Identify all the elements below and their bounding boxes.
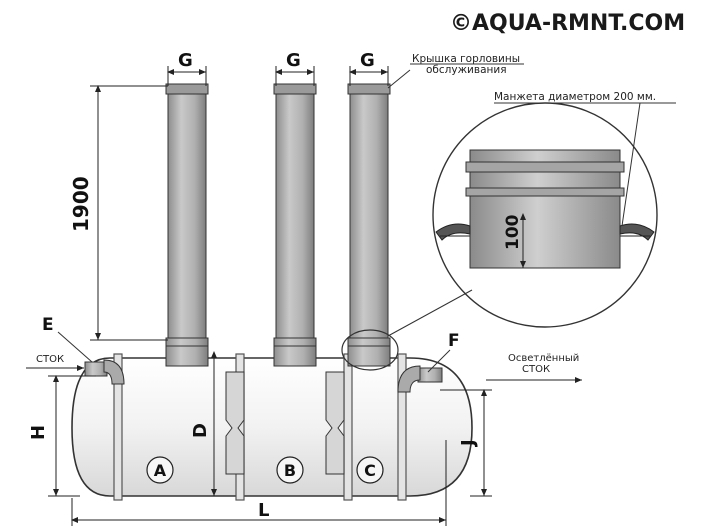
- riser-2: [273, 83, 317, 367]
- outflow-label-line2: СТОК: [522, 364, 550, 375]
- chamber-partitions: [225, 371, 345, 475]
- cuff-label: Манжета диаметром 200 мм.: [494, 91, 656, 103]
- cuff-leader: [621, 102, 641, 227]
- chamber-a: A: [146, 456, 174, 484]
- detail-leader: [387, 289, 473, 337]
- dim-d: D: [190, 423, 211, 438]
- dim-g1: G: [178, 50, 193, 71]
- outlet-pipe: [397, 365, 443, 393]
- dim-g3: G: [360, 50, 375, 71]
- l-dimension-line: [71, 440, 447, 526]
- watermark-text: ©AQUA-RMNT.COM: [450, 11, 685, 36]
- riser-1: [165, 83, 209, 367]
- zoom-detail: [432, 102, 658, 328]
- riser-3: [347, 83, 391, 367]
- g-dimension-lines: [167, 66, 389, 86]
- tank-ribs: [113, 353, 407, 501]
- dim-100: 100: [503, 214, 523, 250]
- f-leader: [427, 349, 451, 373]
- chamber-b: B: [276, 456, 304, 484]
- dim-j: J: [458, 439, 479, 448]
- chamber-c: C: [356, 456, 384, 484]
- cover-label-line1: Крышка горловины: [412, 53, 520, 65]
- dim-h: H: [28, 425, 49, 440]
- chamber-c-label: C: [364, 461, 376, 480]
- cover-leader: [387, 69, 411, 89]
- inflow-label: СТОК: [36, 354, 64, 365]
- j-dimension-line: [440, 389, 492, 497]
- label-f: F: [448, 331, 460, 351]
- chamber-a-label: A: [154, 461, 167, 480]
- label-e: E: [42, 315, 54, 335]
- e-leader: [57, 331, 93, 363]
- height-1900-line: [90, 85, 168, 341]
- dim-g2: G: [286, 50, 301, 71]
- dim-l: L: [258, 500, 269, 521]
- chamber-b-label: B: [284, 461, 296, 480]
- outflow-label-line1: Осветлённый: [508, 353, 579, 364]
- detail-marker: [341, 329, 399, 371]
- dim-1900: 1900: [69, 176, 93, 232]
- h-dimension-line: [48, 375, 96, 497]
- cover-label-line2: обслуживания: [426, 64, 507, 76]
